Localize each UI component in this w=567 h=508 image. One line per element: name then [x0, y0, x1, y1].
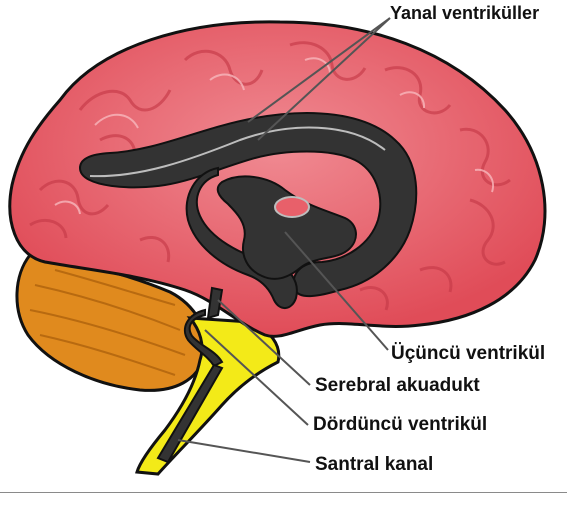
label-third-ventricle: Üçüncü ventrikül — [391, 344, 545, 363]
bottom-divider — [0, 492, 567, 493]
interthalamic-adhesion — [275, 197, 309, 217]
label-fourth-ventricle: Dördüncü ventrikül — [313, 415, 487, 434]
label-central-canal: Santral kanal — [315, 455, 433, 474]
label-cerebral-aqueduct: Serebral akuadukt — [315, 376, 480, 395]
label-lateral-ventricles: Yanal ventriküller — [390, 4, 539, 22]
